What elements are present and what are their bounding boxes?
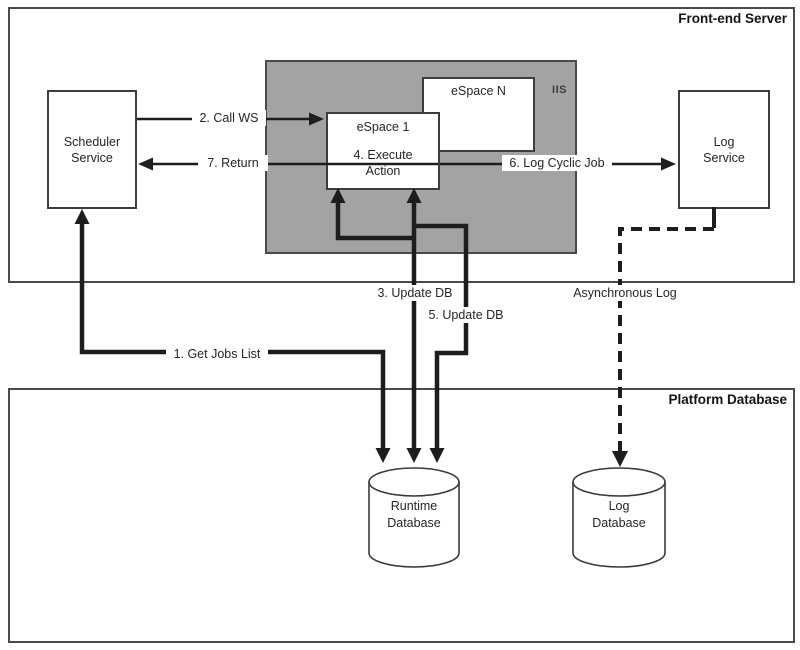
espace-n-label: eSpace N [451,84,506,98]
runtime-database-label: Runtime Database [369,498,459,532]
log-database-label-line2: Database [592,516,646,530]
edge-label-call-ws: 2. Call WS [192,110,266,126]
espace-1-node: eSpace 1 4. Execute Action [326,112,440,190]
runtime-database-label-line1: Runtime [390,499,438,513]
edge-asynchronous-log [612,207,716,467]
frontend-server-title: Front-end Server [678,11,787,26]
platform-database-title: Platform Database [668,392,787,407]
execute-action-step-line2: Action [365,164,401,178]
edge-label-update-db-5: 5. Update DB [423,307,509,323]
edge-label-return: 7. Return [198,155,268,171]
scheduler-service-node: Scheduler Service [47,90,137,209]
log-service-node: Log Service [678,90,770,209]
edge-return [138,157,438,171]
runtime-database-cylinder [368,467,460,568]
platform-database-region: Platform Database [8,388,795,643]
edge-update-db-3 [330,188,422,463]
log-service-label-line1: Log [713,134,735,149]
log-database-cylinder [572,467,666,568]
log-database-label: Log Database [573,498,665,532]
edge-get-jobs-list [74,209,391,463]
espace-n-node: eSpace N [422,77,535,152]
espace-1-label: eSpace 1 [356,120,410,134]
edge-label-log-cyclic-job: 6. Log Cyclic Job [502,155,612,171]
iis-label: IIS [552,84,567,96]
frontend-server-region: Front-end Server [8,7,795,283]
scheduler-service-label-line1: Scheduler [63,134,121,149]
log-service-label-line2: Service [703,150,745,165]
log-database-label-line1: Log [608,499,630,513]
edge-label-asynchronous-log: Asynchronous Log [562,285,688,301]
edge-label-get-jobs-list: 1. Get Jobs List [166,346,268,362]
edge-label-update-db-3: 3. Update DB [372,285,458,301]
execute-action-step-line1: 4. Execute [353,148,413,162]
runtime-database-label-line2: Database [387,516,441,530]
scheduler-service-label-line2: Service [71,150,113,165]
edge-update-db-5 [414,223,469,463]
